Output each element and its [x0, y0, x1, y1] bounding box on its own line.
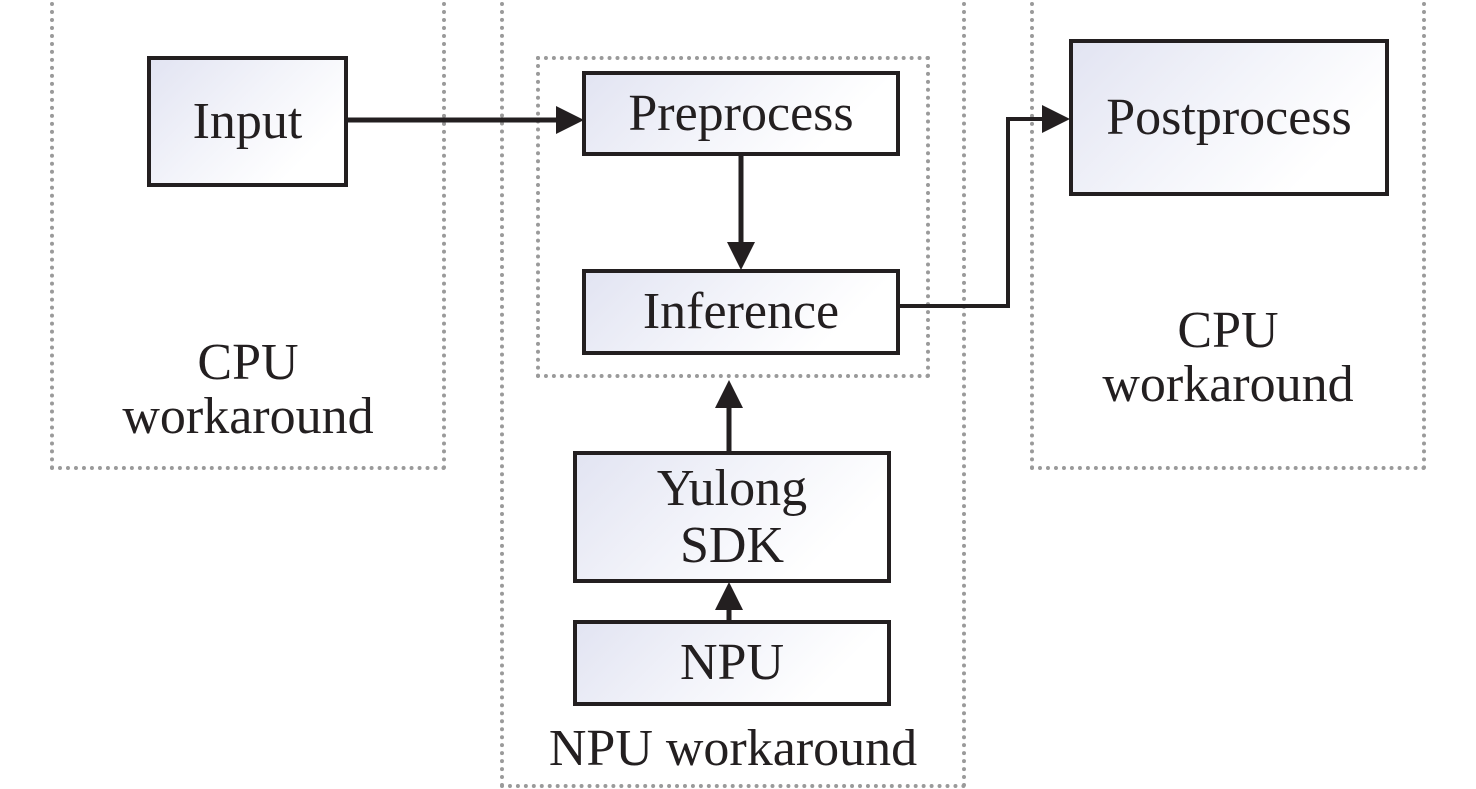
cpu-left-region-label: CPU workaround [50, 336, 446, 444]
edge-preprocess-inference [727, 154, 755, 270]
preprocess-node: Preprocess [582, 71, 900, 156]
edge-yulong-inference [715, 380, 743, 453]
cpu-right-region-label: CPU workaround [1030, 304, 1426, 412]
cpu-right-region [1030, 0, 1426, 470]
npu-node: NPU [573, 620, 891, 706]
preprocess-label: Preprocess [628, 84, 854, 142]
postprocess-label: Postprocess [1106, 88, 1352, 146]
edge-inference-postprocess [898, 105, 1070, 308]
cpu-left-label-line2: workaround [122, 388, 374, 445]
cpu-right-label-line1: CPU [1177, 302, 1279, 359]
cpu-left-label-line1: CPU [197, 334, 299, 391]
npu-region-label: NPU workaround [500, 722, 966, 776]
cpu-right-label-line2: workaround [1102, 356, 1354, 413]
npu-region [500, 0, 966, 788]
edge-input-preprocess [346, 106, 584, 134]
yulong-label-line1: Yulong [656, 459, 808, 517]
inference-node: Inference [582, 269, 900, 355]
npu-label: NPU [679, 634, 785, 692]
input-label: Input [192, 92, 303, 150]
edge-npu-yulong [715, 582, 743, 622]
inner-npu-group [536, 56, 930, 378]
yulong-label-line2: SDK [679, 517, 785, 574]
yulong-sdk-node: Yulong SDK [573, 451, 891, 583]
input-node: Input [147, 56, 348, 187]
inference-label: Inference [642, 283, 840, 341]
postprocess-node: Postprocess [1069, 39, 1389, 196]
npu-label-text: NPU workaround [548, 720, 918, 777]
cpu-left-region [50, 0, 446, 470]
